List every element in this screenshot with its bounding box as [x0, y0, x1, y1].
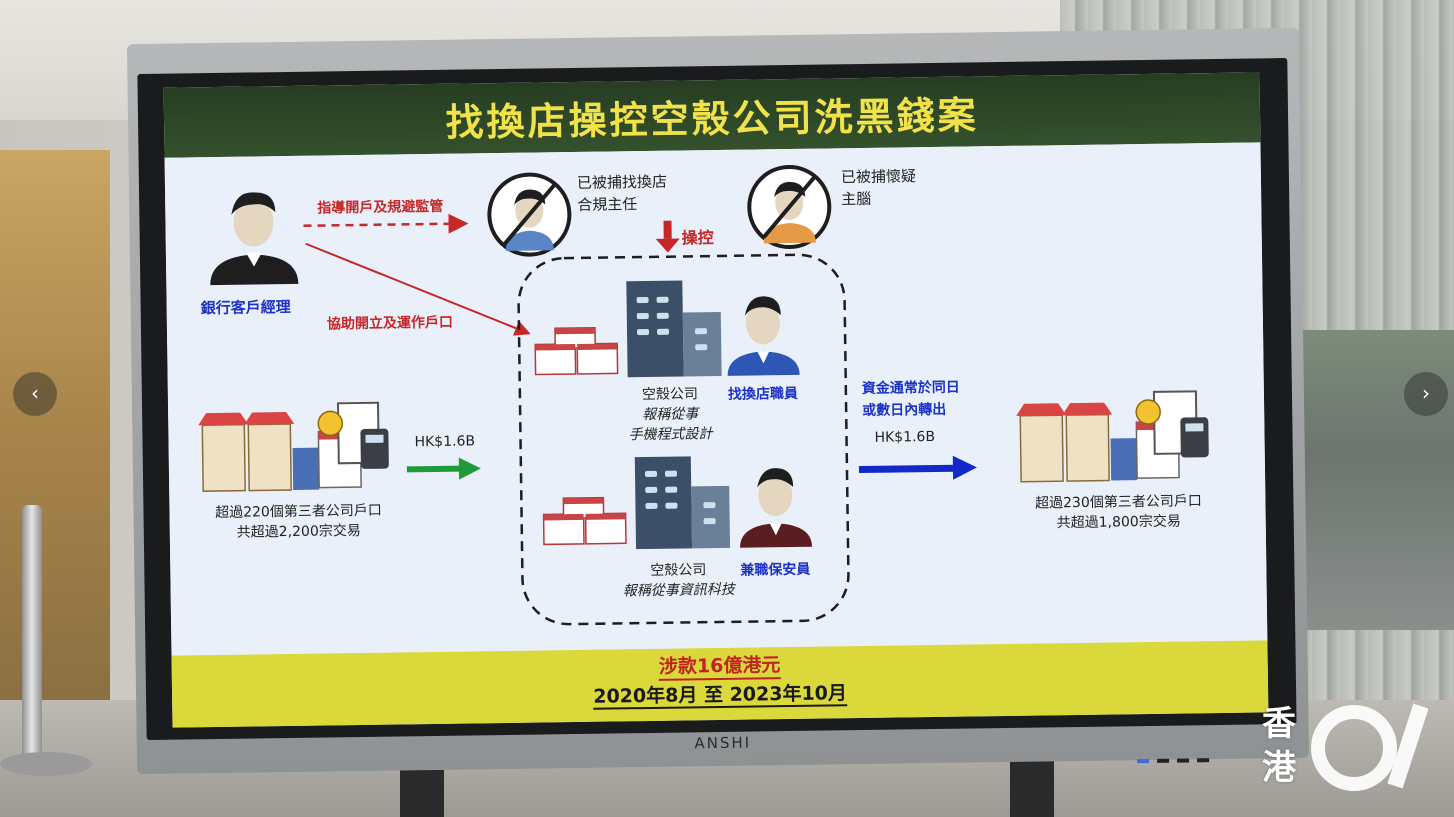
guide-label: 指導開戶及規避監管 — [317, 198, 444, 217]
outflow-arrow-icon — [858, 455, 977, 480]
led-icon — [1177, 758, 1190, 763]
bank-manager-label: 銀行客戶經理 — [200, 297, 291, 318]
arrested-mastermind-line2: 主腦 — [841, 189, 872, 209]
arrested-mastermind-line1: 已被捕懷疑 — [840, 167, 917, 187]
arrested-compliance-icon — [487, 172, 572, 257]
led-icon — [1157, 758, 1170, 763]
period: 2020年8月 至 2023年10月 — [593, 682, 848, 710]
outflow-note-line2: 或數日內轉出 — [862, 401, 947, 419]
presentation-slide: 找換店操控空殼公司洗黑錢案 — [163, 72, 1269, 728]
hk01-logo-icon — [1311, 703, 1428, 791]
period-wrapper: 2020年8月 至 2023年10月 — [172, 674, 1268, 715]
source-accounts-icon — [198, 401, 389, 492]
arrested-mastermind-label: 已被捕懷疑 主腦 — [841, 165, 917, 210]
led-icon — [1197, 758, 1210, 763]
outflow-note: 資金通常於同日 或數日內轉出 — [862, 377, 961, 422]
bank-manager-icon — [210, 192, 299, 286]
assist-arrow — [305, 242, 531, 336]
control-arrow-icon — [655, 220, 680, 253]
slide-title: 找換店操控空殼公司洗黑錢案 — [445, 92, 979, 145]
office-building-icon — [626, 280, 722, 378]
flow-diagram: 指導開戶及規避監管 銀行客戶經理 協助開立及運作戶口 已被捕找換店 合規主任 已… — [164, 142, 1268, 658]
watermark-char-2: 港 — [1262, 748, 1296, 788]
bankbook-stack-icon — [542, 496, 627, 546]
money-changer-staff-label: 找換店職員 — [727, 385, 799, 403]
arrested-compliance-label: 已被捕找換店 合規主任 — [577, 171, 668, 216]
source-accounts-text: 超過220個第三者公司戶口 共超過2,200宗交易 — [193, 500, 404, 543]
total-amount: 涉款16億港元 — [658, 653, 781, 681]
inflow-arrow-icon — [406, 457, 481, 480]
inflow-amount: HK$1.6B — [414, 433, 476, 451]
bankbook-stack-icon — [534, 326, 619, 376]
assist-label: 協助開立及運作戶口 — [326, 314, 453, 333]
room-door — [0, 150, 110, 710]
arrested-compliance-line2: 合規主任 — [577, 195, 638, 214]
watermark-char-1: 香 — [1262, 704, 1296, 744]
source-transactions-line2: 共超過2,200宗交易 — [236, 523, 361, 541]
arrested-mastermind-icon — [747, 164, 832, 249]
shell-company-2-name: 空殼公司 — [650, 562, 707, 579]
monitor-status-leds — [1137, 747, 1237, 764]
queue-stanchion-base — [0, 752, 92, 776]
destination-transactions-line2: 共超過1,800宗交易 — [1056, 513, 1181, 532]
shell-company-2-desc: 報稱從事資訊科技 — [622, 581, 735, 600]
watermark-text: 香 港 — [1262, 702, 1302, 790]
security-guard-icon — [740, 468, 813, 548]
money-changer-staff-icon — [727, 296, 800, 376]
destination-accounts-text: 超過230個第三者公司戶口 共超過1,800宗交易 — [1011, 491, 1226, 534]
room-window-street — [1300, 330, 1454, 630]
office-building-icon — [634, 456, 731, 550]
shell-company-1-desc-line1: 報稱從事 — [642, 406, 699, 424]
gallery-next-button[interactable]: › — [1404, 372, 1448, 416]
shell-company-2-text: 空殼公司 報稱從事資訊科技 — [608, 560, 749, 602]
shell-company-1-text: 空殼公司 報稱從事 手機程式設計 — [622, 384, 719, 445]
hk01-watermark: 香 港 — [1262, 698, 1442, 798]
gallery-prev-button[interactable]: ‹ — [13, 372, 57, 416]
outflow-amount: HK$1.6B — [874, 428, 936, 446]
diagram-graphics — [198, 164, 1209, 626]
power-led-icon — [1137, 759, 1150, 764]
guide-arrow — [303, 213, 469, 234]
display-monitor: ANSHI 找換店操控空殼公司洗黑錢案 — [126, 27, 1310, 775]
destination-accounts-icon — [1016, 390, 1209, 483]
security-guard-label: 兼職保安員 — [740, 561, 811, 579]
source-accounts-line1: 超過220個第三者公司戶口 — [215, 502, 382, 522]
shell-company-boundary — [517, 253, 850, 626]
monitor-brand: ANSHI — [694, 733, 752, 753]
shell-company-1-name: 空殼公司 — [641, 386, 699, 404]
outflow-note-line1: 資金通常於同日 — [861, 379, 960, 397]
shell-company-1-desc-line2: 手機程式設計 — [628, 426, 713, 444]
slide-footer: 涉款16億港元 2020年8月 至 2023年10月 — [171, 640, 1269, 728]
arrested-compliance-line1: 已被捕找換店 — [576, 172, 668, 192]
control-label: 操控 — [681, 228, 714, 248]
queue-stanchion — [22, 505, 42, 765]
destination-accounts-line1: 超過230個第三者公司戶口 — [1034, 493, 1202, 512]
